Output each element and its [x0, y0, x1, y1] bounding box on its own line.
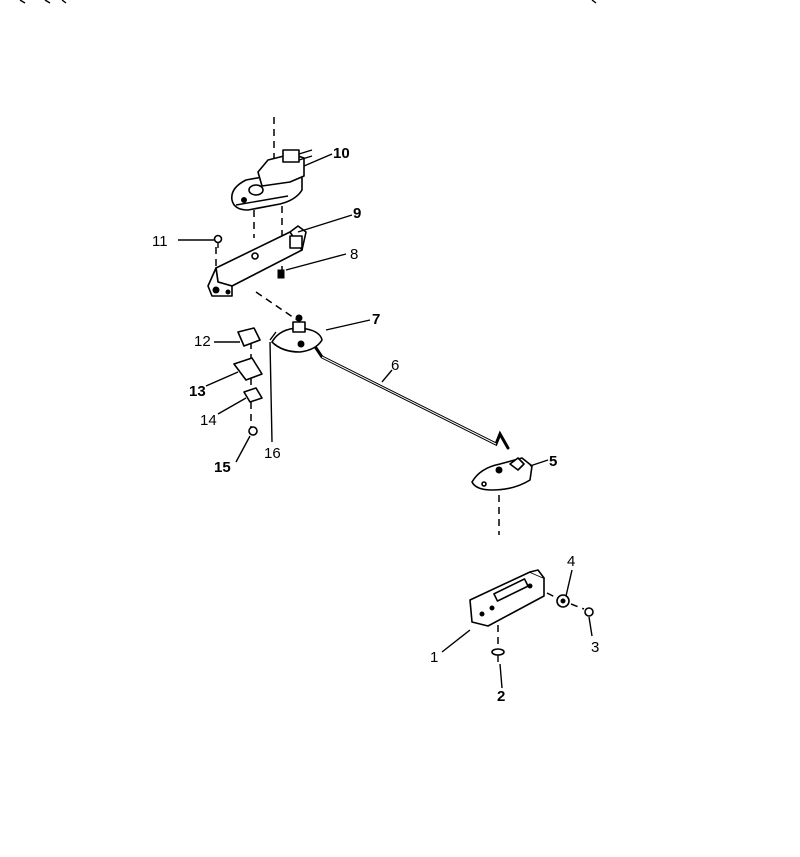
part-4-washer	[556, 594, 570, 608]
part-16-pin	[269, 331, 277, 341]
part-2-screw	[491, 648, 505, 662]
part-10-housing	[230, 149, 313, 211]
part-3-nut	[584, 607, 594, 617]
top-edge-marks	[19, 0, 597, 4]
callout-4: 4	[567, 553, 575, 570]
callout-13: 13	[189, 383, 206, 400]
part-15-nut	[248, 426, 258, 436]
part-11-screw	[213, 234, 223, 248]
callout-11: 11	[152, 233, 168, 250]
callout-10: 10	[333, 145, 350, 162]
callout-1: 1	[430, 649, 438, 666]
part-7-cam	[271, 314, 323, 353]
part-9-bracket	[207, 225, 307, 297]
callout-3: 3	[591, 639, 599, 656]
callout-labels: 1 2 3 4 5 6 7 8 9 10 11 12 13 14 15 16	[152, 145, 599, 705]
callout-5: 5	[549, 453, 557, 470]
callout-8: 8	[350, 246, 358, 263]
part-5-plate	[471, 457, 533, 491]
callout-16: 16	[264, 445, 281, 462]
part-13-plate	[233, 357, 263, 381]
part-6-rod	[314, 346, 510, 450]
part-14-clip	[243, 387, 263, 403]
callout-9: 9	[353, 205, 361, 222]
callout-7: 7	[372, 311, 380, 328]
callout-12: 12	[194, 333, 211, 350]
callout-14: 14	[200, 412, 217, 429]
callout-15: 15	[214, 459, 231, 476]
callout-leaders	[178, 153, 593, 689]
callout-2: 2	[497, 688, 505, 705]
part-12-clip	[237, 327, 261, 347]
part-8-screw	[277, 269, 285, 279]
callout-6: 6	[391, 357, 399, 374]
part-1-bracket	[469, 569, 545, 627]
